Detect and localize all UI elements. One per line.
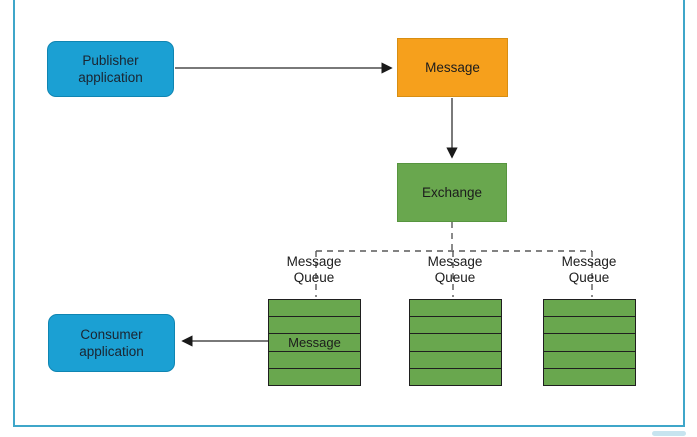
exchange-node: Exchange: [397, 163, 507, 222]
queue-2-label: Message Queue: [427, 254, 483, 285]
publisher-application-node: Publisher application: [47, 41, 174, 97]
consumer-application-node: Consumer application: [48, 314, 175, 372]
queue-row: [544, 316, 635, 334]
queue-row: [544, 300, 635, 317]
queue-3-label: Message Queue: [561, 254, 617, 285]
queue-row: [269, 367, 360, 386]
queue-row-message: Message: [269, 333, 360, 351]
queue-row: [269, 300, 360, 317]
queue-row: [544, 367, 635, 386]
queue-1-label: Message Queue: [286, 254, 342, 285]
queue-row: [544, 350, 635, 368]
message-node: Message: [397, 38, 508, 97]
frame-bottom-border: [13, 425, 685, 427]
frame-right-border: [683, 0, 685, 427]
message-queue-3: [543, 299, 636, 386]
frame-left-border: [13, 0, 15, 427]
queue-row: [269, 316, 360, 334]
queue-row: [410, 333, 501, 351]
queue-row: [410, 350, 501, 368]
queue-row: [410, 367, 501, 386]
message-queue-1: Message: [268, 299, 361, 386]
queue-row: [269, 350, 360, 368]
pointer-artifact: [652, 431, 686, 436]
queue-row: [544, 333, 635, 351]
message-queue-2: [409, 299, 502, 386]
queue-row: [410, 300, 501, 317]
queue-row: [410, 316, 501, 334]
